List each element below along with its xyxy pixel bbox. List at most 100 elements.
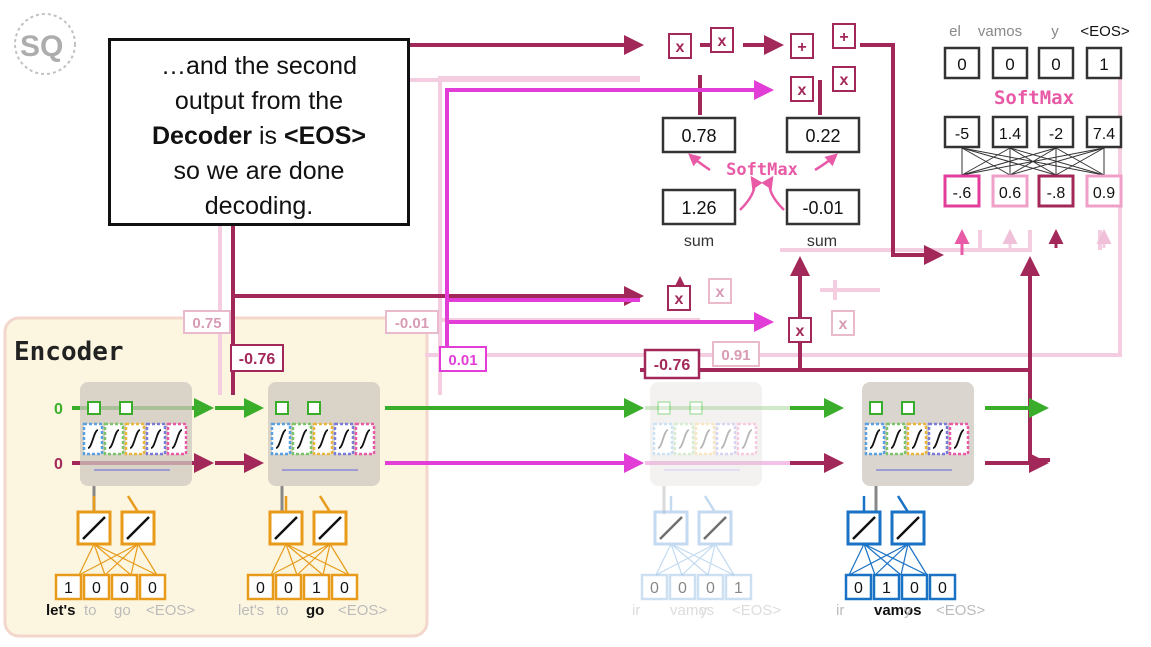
callout-eos-word: <EOS> xyxy=(284,122,366,150)
activation-curve xyxy=(699,429,711,449)
add-node: + xyxy=(832,23,856,49)
embedding-weight xyxy=(329,543,350,576)
embedding-weight xyxy=(670,543,683,576)
sum-value-1: -0.01 xyxy=(785,188,861,226)
encoder-value-2: -0.01 xyxy=(385,310,439,334)
embedding-weight xyxy=(848,543,909,576)
fc-value: -.6 xyxy=(953,185,972,202)
embedding-weight xyxy=(714,543,735,576)
embedding-unit xyxy=(268,495,350,576)
token-word: <EOS> xyxy=(146,602,195,619)
fc-weight xyxy=(1009,147,1105,176)
product-value-1: 0.91 xyxy=(712,341,760,367)
activation-curve xyxy=(911,429,923,449)
sum-label: sum xyxy=(807,233,837,250)
svg-text:SQ: SQ xyxy=(20,30,63,63)
token-word: let's xyxy=(46,602,75,619)
attention-weight-1: 0.22 xyxy=(785,116,861,154)
embedding-weight xyxy=(900,543,909,576)
output-onehot-value: 1 xyxy=(1099,55,1108,74)
onehot-box xyxy=(274,573,303,601)
embedding-weight xyxy=(93,543,132,576)
embedding-weight xyxy=(863,543,876,576)
fc-weight xyxy=(1055,147,1105,176)
onehot-box xyxy=(330,573,359,601)
vocab-word: el xyxy=(949,23,961,40)
output-onehot-value: 0 xyxy=(1005,55,1014,74)
logit-box xyxy=(1037,115,1075,149)
activation-curve xyxy=(275,429,287,449)
activation-curve xyxy=(317,429,329,449)
encoder-label: Encoder xyxy=(14,337,124,367)
embedding-weight xyxy=(285,543,324,576)
embedding-weight xyxy=(285,543,298,576)
linear-activation xyxy=(659,516,683,540)
activation-curve xyxy=(953,429,965,449)
embedding-weight xyxy=(270,543,287,576)
activation-curve xyxy=(720,429,732,449)
output-softmax-label: SoftMax xyxy=(994,87,1074,109)
logit-value: 7.4 xyxy=(1093,126,1115,143)
fc-value: 0.6 xyxy=(999,185,1021,202)
onehot-box xyxy=(668,573,697,601)
activation-curve xyxy=(296,429,308,449)
logit-box xyxy=(1085,115,1123,149)
sum-value-0: 1.26 xyxy=(661,188,737,226)
svg-text:0.01: 0.01 xyxy=(448,352,477,369)
embedding-output-wire xyxy=(318,495,332,513)
encoder-value-0: 0.75 xyxy=(183,310,231,334)
onehot-box xyxy=(302,573,331,601)
linear-activation xyxy=(318,516,342,540)
activation-curve xyxy=(171,429,183,449)
fc-weight xyxy=(961,147,1057,176)
embedding-weight xyxy=(296,543,331,576)
svg-text:0.91: 0.91 xyxy=(721,347,750,364)
fc-box xyxy=(1037,174,1075,208)
multiply-gate xyxy=(87,401,101,415)
add-gate xyxy=(689,401,703,415)
linear-activation xyxy=(82,516,106,540)
embedding-weight xyxy=(78,543,139,576)
activation-curve xyxy=(129,429,141,449)
initial-short-term: 0 xyxy=(54,401,63,418)
output-onehot-box xyxy=(943,46,981,80)
fully-connected-lines xyxy=(961,147,1105,176)
token-word: y xyxy=(904,602,912,619)
svg-text:1.26: 1.26 xyxy=(681,198,716,218)
svg-text:+: + xyxy=(839,29,848,46)
multiply-node: x xyxy=(832,66,856,92)
initial-long-term: 0 xyxy=(54,456,63,473)
svg-text:x: x xyxy=(718,33,727,50)
fc-weight xyxy=(961,147,1011,176)
add-gate xyxy=(307,401,321,415)
onehot-value: 0 xyxy=(650,580,659,597)
encoder-value-3: 0.01 xyxy=(439,346,487,372)
activation-curve xyxy=(338,429,350,449)
svg-text:x: x xyxy=(675,291,684,308)
onehot-value: 0 xyxy=(284,580,293,597)
embedding-weight xyxy=(655,543,672,576)
onehot-value: 0 xyxy=(256,580,265,597)
svg-text:+: + xyxy=(797,39,806,56)
onehot-box xyxy=(110,573,139,601)
logit-box xyxy=(991,115,1029,149)
embedding-weight xyxy=(670,543,735,576)
svg-text:-0.01: -0.01 xyxy=(395,315,429,332)
output-onehot-value: 0 xyxy=(1051,55,1060,74)
lstm-gate xyxy=(652,422,674,456)
embedding-weight xyxy=(707,543,716,576)
callout-line: decoding. xyxy=(204,192,314,220)
embedding-weight xyxy=(848,543,865,576)
lstm-cell xyxy=(862,382,974,515)
vocab-word: <EOS> xyxy=(1080,23,1129,40)
callout-line: output from the xyxy=(174,87,344,115)
vocab-word: y xyxy=(1051,23,1059,40)
svg-text:x: x xyxy=(676,39,685,56)
token-word: to xyxy=(84,602,97,619)
statquest-logo: SQ xyxy=(14,13,76,75)
onehot-value: 0 xyxy=(340,580,349,597)
